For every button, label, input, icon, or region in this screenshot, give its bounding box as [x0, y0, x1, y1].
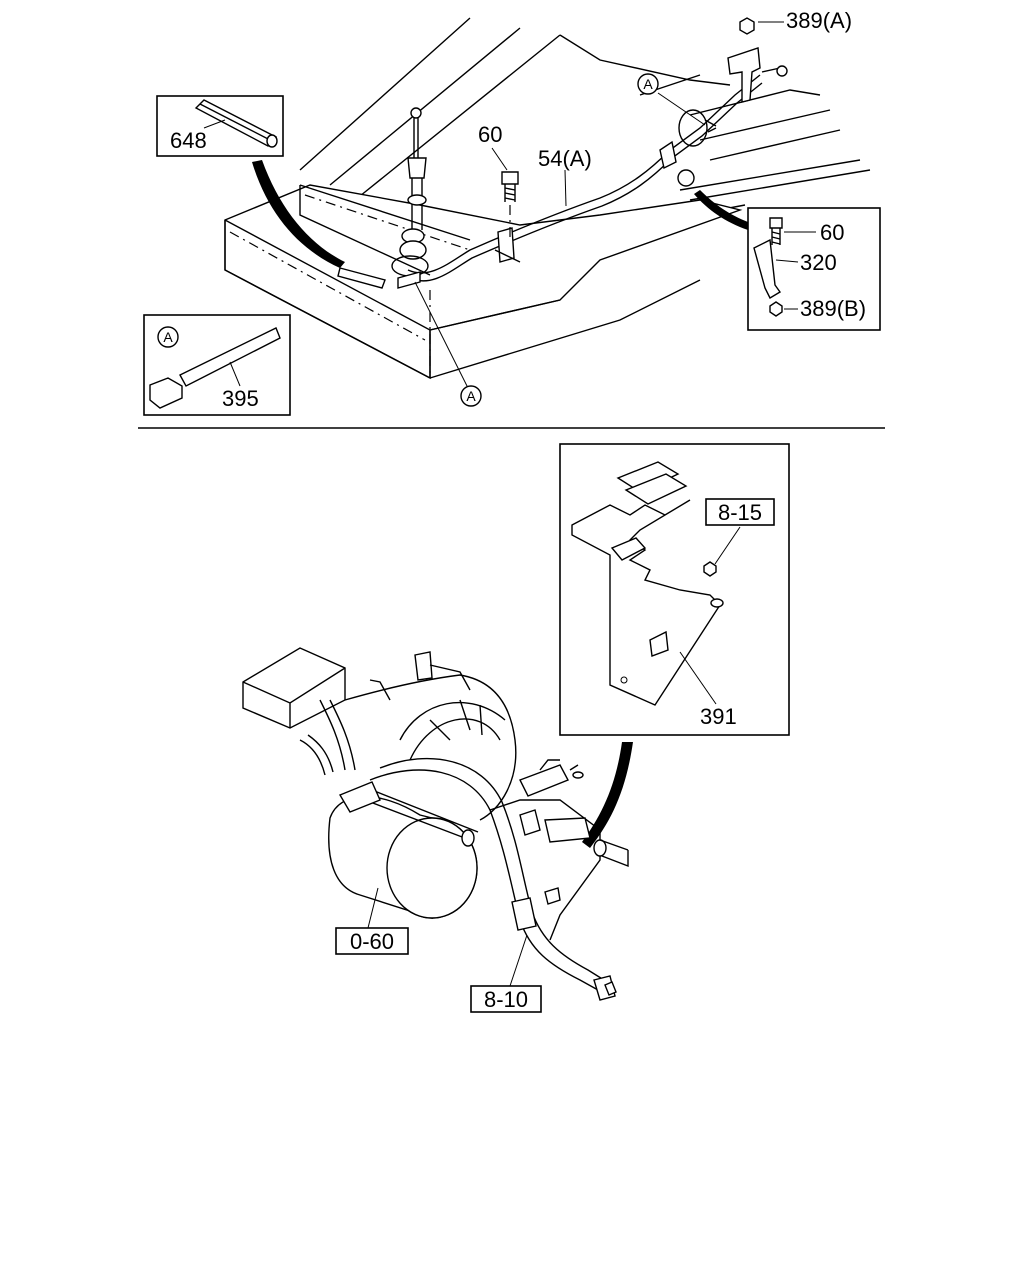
- detail-box-bracket: 60 320 389(B): [747, 207, 881, 331]
- detail-arrow-60: [694, 190, 748, 230]
- svg-text:A: A: [466, 388, 476, 404]
- callout-60-detail: 60: [820, 220, 844, 245]
- harness-54a: [391, 17, 788, 289]
- callout-8-15: 8-15: [718, 500, 762, 525]
- marker-a-top: A: [637, 73, 659, 95]
- leader-8-10: [509, 934, 528, 987]
- callout-648: 648: [170, 128, 207, 153]
- detail-box-648: 648: [156, 95, 284, 157]
- marker-a-box: A: [163, 329, 173, 345]
- callout-box-0-60: 0-60: [335, 927, 409, 955]
- callout-395: 395: [222, 386, 259, 411]
- svg-text:A: A: [643, 76, 653, 92]
- callout-box-8-10: 8-10: [470, 985, 542, 1013]
- callout-8-10: 8-10: [484, 987, 528, 1012]
- callout-389a: 389(A): [786, 8, 852, 33]
- bolt-60: [501, 171, 519, 238]
- callout-389b: 389(B): [800, 296, 866, 321]
- top-leaders: [414, 21, 784, 389]
- detail-box-395: A 395: [143, 314, 291, 416]
- leader-0-60: [367, 887, 379, 929]
- callout-0-60: 0-60: [350, 929, 394, 954]
- detail-arrow-391: [582, 742, 633, 848]
- detail-arrow-648: [252, 160, 345, 268]
- marker-a-mid: A: [460, 385, 482, 407]
- starter-assembly: [242, 647, 629, 1001]
- callout-60-top: 60: [478, 122, 502, 147]
- callout-54a: 54(A): [538, 146, 592, 171]
- detail-box-391: 8-15 391: [559, 443, 790, 736]
- callout-391: 391: [700, 704, 737, 729]
- callout-320: 320: [800, 250, 837, 275]
